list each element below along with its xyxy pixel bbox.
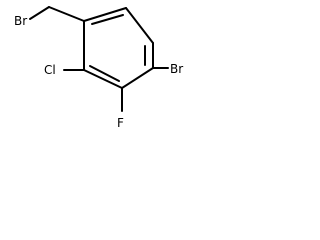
atom-label-fluoro: F: [117, 116, 124, 130]
ring-bond-upper-right: [125, 7, 154, 44]
ring-bond-top: [83, 7, 127, 22]
ring-bond-top-inner: [91, 14, 124, 25]
structure-diagram: Br Cl F Br: [14, 6, 183, 130]
ring-bond-bottom: [83, 69, 123, 89]
bond-ring-ch2: [48, 6, 85, 22]
atom-label-chloro: Cl: [44, 63, 56, 77]
ring-bond-bottom-inner: [89, 65, 120, 82]
atom-label-bromomethyl-br: Br: [14, 14, 27, 28]
atom-label-ring-br: Br: [170, 62, 183, 76]
ring-bond-lower-right: [121, 67, 154, 89]
bond-ch2-br: [29, 6, 50, 20]
